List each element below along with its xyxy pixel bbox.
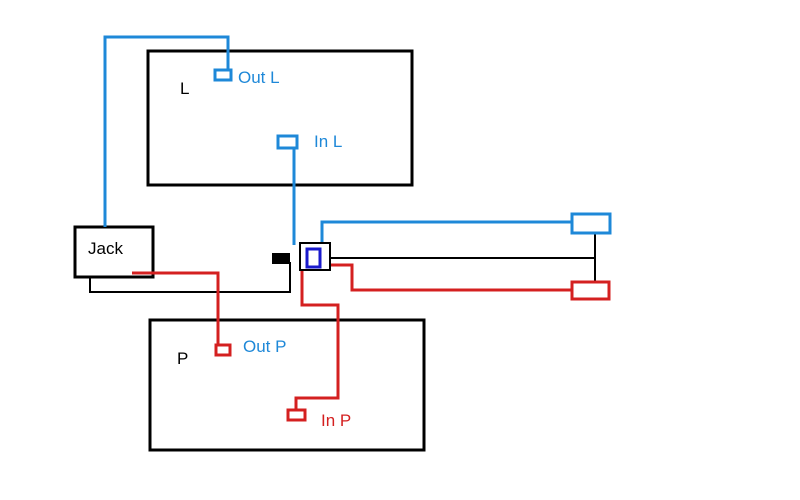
in-p-connector bbox=[286, 408, 307, 422]
red-wire-switch-to-right-connector bbox=[330, 263, 572, 292]
out-l-label: Out L bbox=[238, 68, 280, 87]
black-wire-ground-bus bbox=[330, 234, 596, 259]
black-wire-jack-ground bbox=[89, 262, 291, 293]
p-box-label: P bbox=[177, 349, 188, 368]
switch-inner bbox=[305, 247, 322, 269]
blue-wire-switch-to-right-connector bbox=[320, 220, 572, 243]
out-p-connector bbox=[214, 343, 232, 357]
switch-black-terminal bbox=[272, 253, 290, 264]
l-box-label: L bbox=[180, 79, 189, 98]
in-l-label: In L bbox=[314, 132, 342, 151]
black-wire-ground-to-red-connector bbox=[588, 258, 596, 283]
p-box bbox=[148, 318, 426, 452]
red-wire-switch-to-in-p bbox=[294, 270, 340, 410]
right-red-connector bbox=[570, 280, 611, 301]
jack-box bbox=[73, 225, 155, 279]
in-l-connector bbox=[276, 134, 299, 150]
red-wire-jack-to-out-p bbox=[132, 271, 220, 345]
jack-label: Jack bbox=[88, 239, 123, 258]
in-p-label: In P bbox=[321, 411, 351, 430]
right-blue-connector bbox=[570, 212, 612, 235]
blue-wire-jack-to-out-l bbox=[103, 35, 230, 227]
out-p-label: Out P bbox=[243, 337, 286, 356]
out-l-connector bbox=[213, 68, 233, 82]
l-box bbox=[146, 49, 414, 187]
